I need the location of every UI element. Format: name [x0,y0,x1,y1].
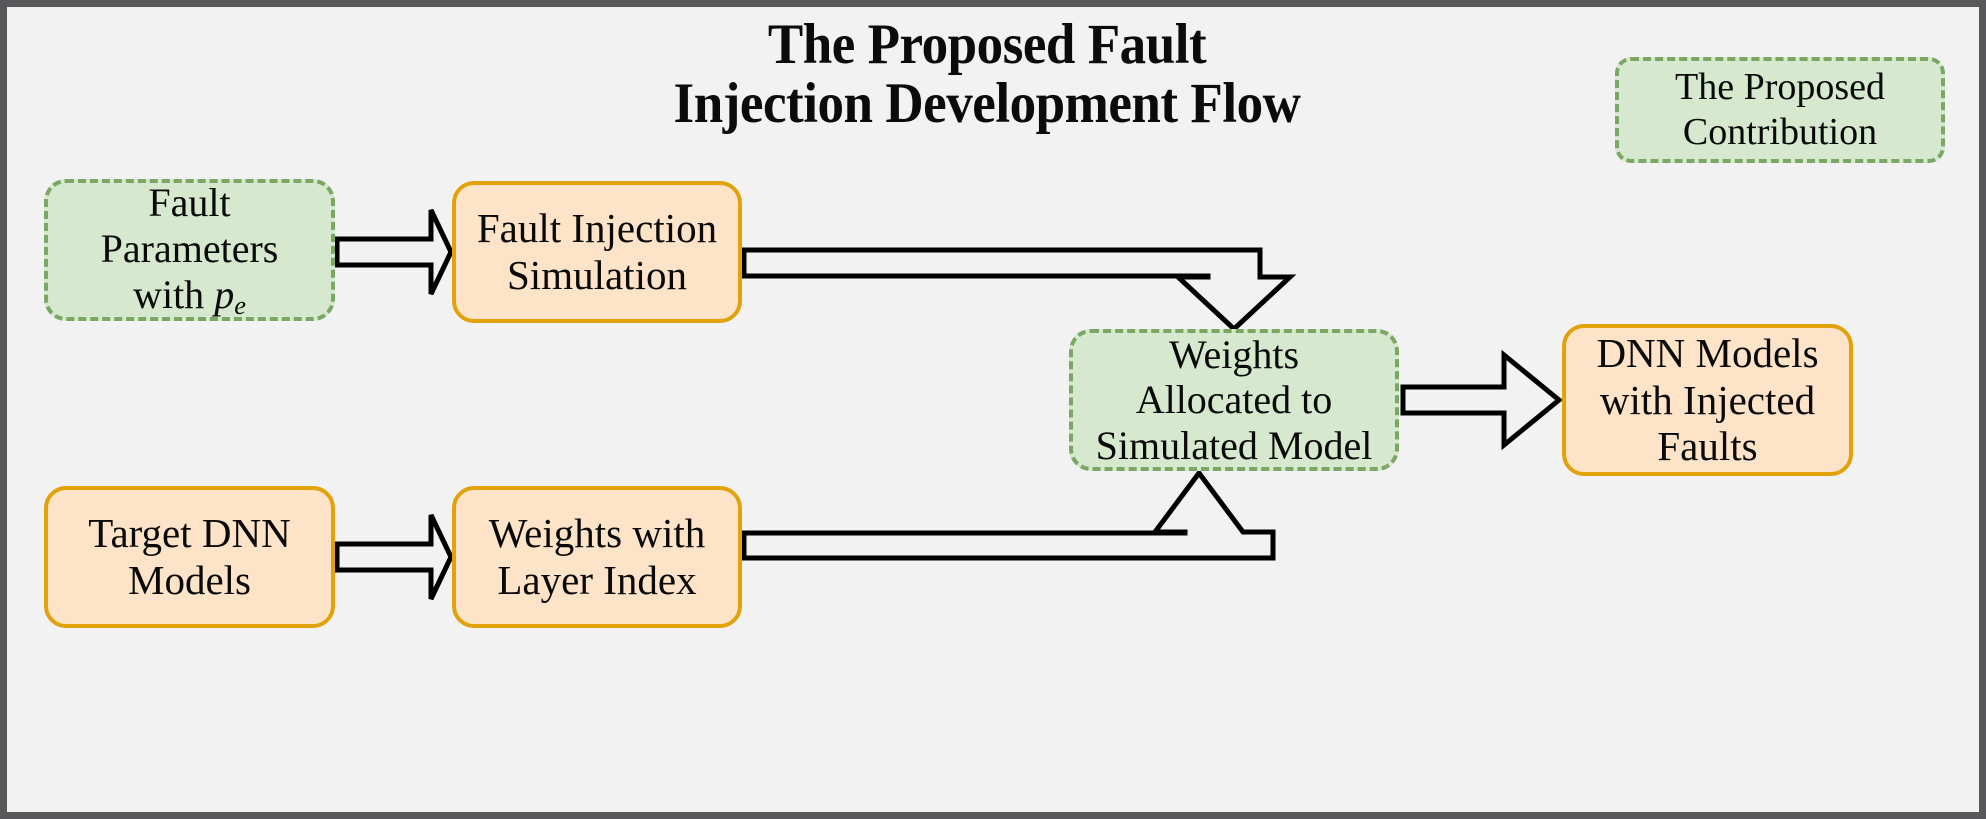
node-weights-allocated-label: Weights Allocated to Simulated Model [1095,331,1373,468]
node-fault-injection-simulation[interactable]: Fault Injection Simulation [452,181,742,323]
legend-proposed-contribution: The Proposed Contribution [1615,57,1945,163]
arrow-simulation-elbow-down-to-weights-allocated [741,247,1297,333]
node-weights-layer-index[interactable]: Weights with Layer Index [452,486,742,628]
node-weights-layer-index-label: Weights with Layer Index [488,510,706,603]
node-dnn-models-injected-faults[interactable]: DNN Models with Injected Faults [1562,324,1853,476]
node-target-dnn-models-label: Target DNN Models [88,510,291,603]
node-target-dnn-models[interactable]: Target DNN Models [44,486,335,628]
arrow-target-dnn-to-weights-layer [334,513,454,601]
math-variable-pe: pe [214,271,246,320]
node-fault-injection-simulation-label: Fault Injection Simulation [476,205,718,298]
node-weights-allocated[interactable]: Weights Allocated to Simulated Model [1069,329,1399,471]
node-fault-parameters-label: Fault Parameters with pe [100,180,279,320]
arrow-fault-parameters-to-simulation [334,208,454,296]
node-dnn-models-injected-faults-label: DNN Models with Injected Faults [1596,329,1819,470]
page-title: The Proposed Fault Injection Development… [673,13,1301,136]
node-fault-parameters[interactable]: Fault Parameters with pe [44,179,335,321]
arrow-weights-allocated-to-dnn-models [1400,349,1563,451]
legend-label: The Proposed Contribution [1674,66,1886,153]
arrow-weights-layer-elbow-up-to-weights-allocated [741,468,1276,561]
